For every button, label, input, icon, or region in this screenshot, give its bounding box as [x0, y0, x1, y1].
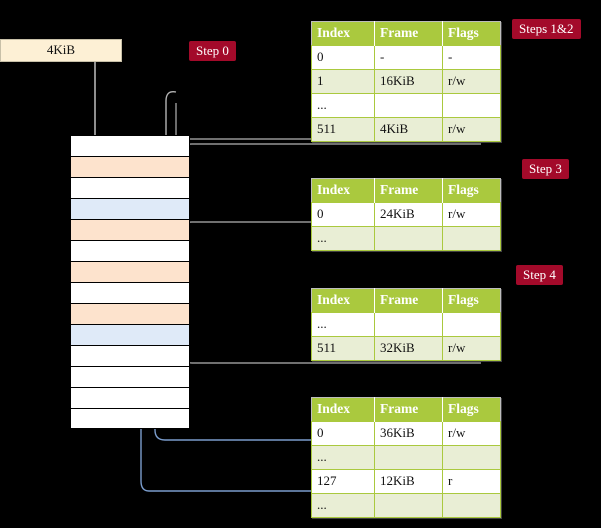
memory-frame-row [70, 261, 190, 282]
table-row: ... [311, 226, 501, 251]
memory-frame-row [70, 198, 190, 219]
column-header-index: Index [311, 288, 375, 313]
cell-frame [374, 445, 443, 470]
memory-frame-row [70, 324, 190, 345]
cell-index: ... [311, 312, 375, 337]
cell-frame: 12KiB [374, 469, 443, 494]
memory-frame-row [70, 135, 190, 156]
cell-index: 0 [311, 421, 375, 446]
column-header-frame: Frame [374, 21, 443, 46]
memory-frame-row [70, 156, 190, 177]
cell-frame: 36KiB [374, 421, 443, 446]
cell-flags: r/w [442, 69, 501, 94]
column-header-flags: Flags [442, 21, 501, 46]
table-header-row: Index Frame Flags [311, 178, 501, 203]
table-row: 0 24KiB r/w [311, 202, 501, 227]
cell-frame: - [374, 45, 443, 70]
memory-frame-row [70, 240, 190, 261]
badge-step-0-label: Step 0 [196, 43, 229, 58]
memory-frame-row [70, 387, 190, 408]
cell-frame: 4KiB [374, 117, 443, 142]
wire-frame0-hook [178, 143, 481, 162]
column-header-frame: Frame [374, 178, 443, 203]
cell-index: 511 [311, 117, 375, 142]
cell-flags [442, 226, 501, 251]
table-row: 0 36KiB r/w [311, 421, 501, 446]
cell-index: 511 [311, 336, 375, 361]
memory-frame-row [70, 408, 190, 429]
memory-frame-row [70, 303, 190, 324]
memory-frame-row [70, 177, 190, 198]
memory-frame-row [70, 219, 190, 240]
page-table-level-3: Index Frame Flags 0 36KiB r/w ... 127 12… [311, 397, 501, 518]
cell-flags: r/w [442, 117, 501, 142]
column-header-index: Index [311, 178, 375, 203]
column-header-flags: Flags [442, 288, 501, 313]
table-row: 127 12KiB r [311, 469, 501, 494]
page-table-level-2: Index Frame Flags ... 511 32KiB r/w [311, 288, 501, 361]
badge-step-3-label: Step 3 [529, 161, 562, 176]
badge-steps-1-2: Steps 1&2 [512, 19, 581, 39]
table-row: 511 32KiB r/w [311, 336, 501, 361]
cell-frame: 32KiB [374, 336, 443, 361]
table-row: 0 - - [311, 45, 501, 70]
source-frame-label: 4KiB [46, 42, 76, 57]
cell-index: ... [311, 445, 375, 470]
memory-frame-row [70, 366, 190, 387]
cell-flags [442, 93, 501, 118]
physical-memory-frames [70, 135, 190, 429]
cell-frame: 16KiB [374, 69, 443, 94]
cell-frame [374, 93, 443, 118]
badge-step-0: Step 0 [189, 41, 236, 61]
cell-flags: r [442, 469, 501, 494]
badge-step-4: Step 4 [516, 265, 563, 285]
cell-flags: r/w [442, 202, 501, 227]
table-header-row: Index Frame Flags [311, 21, 501, 46]
cell-index: 127 [311, 469, 375, 494]
cell-frame [374, 493, 443, 518]
cell-flags [442, 493, 501, 518]
page-table-level-0: Index Frame Flags 0 - - 1 16KiB r/w ... [311, 21, 501, 142]
cell-flags [442, 312, 501, 337]
cell-flags: r/w [442, 421, 501, 446]
table-header-row: Index Frame Flags [311, 288, 501, 313]
column-header-frame: Frame [374, 397, 443, 422]
page-table-level-1: Index Frame Flags 0 24KiB r/w ... [311, 178, 501, 251]
table-row: 1 16KiB r/w [311, 69, 501, 94]
cell-index: ... [311, 226, 375, 251]
badge-step-4-label: Step 4 [523, 267, 556, 282]
cell-index: ... [311, 93, 375, 118]
column-header-flags: Flags [442, 397, 501, 422]
badge-steps-1-2-label: Steps 1&2 [519, 21, 574, 36]
table-row: ... [311, 312, 501, 337]
column-header-frame: Frame [374, 288, 443, 313]
cell-frame [374, 312, 443, 337]
table-row: ... [311, 93, 501, 118]
memory-frame-row [70, 345, 190, 366]
column-header-index: Index [311, 397, 375, 422]
cell-index: ... [311, 493, 375, 518]
memory-frame-row [70, 282, 190, 303]
cell-frame: 24KiB [374, 202, 443, 227]
column-header-flags: Flags [442, 178, 501, 203]
cell-flags: r/w [442, 336, 501, 361]
column-header-index: Index [311, 21, 375, 46]
cell-frame [374, 226, 443, 251]
table-row: ... [311, 445, 501, 470]
badge-step-3: Step 3 [522, 159, 569, 179]
table-header-row: Index Frame Flags [311, 397, 501, 422]
cell-flags: - [442, 45, 501, 70]
cell-flags [442, 445, 501, 470]
source-frame-box: 4KiB [0, 39, 122, 62]
cell-index: 0 [311, 202, 375, 227]
cell-index: 1 [311, 69, 375, 94]
table-row: ... [311, 493, 501, 518]
table-row-highlighted: 511 4KiB r/w [311, 117, 501, 142]
cell-index: 0 [311, 45, 375, 70]
